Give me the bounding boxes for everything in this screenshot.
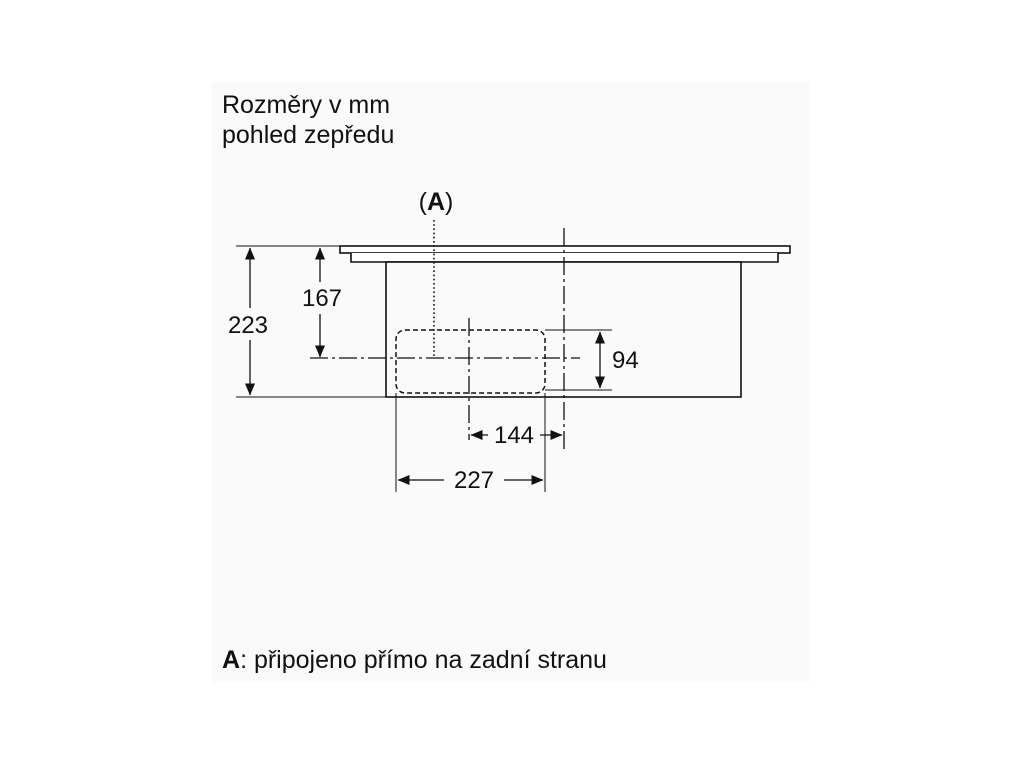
footnote-text: : připojeno přímo na zadní stranu [240, 646, 607, 674]
dimension-223-label: 223 [228, 312, 268, 339]
dimension-167-label: 167 [302, 285, 342, 312]
dimension-227-label: 227 [454, 467, 494, 494]
dimension-94-label: 94 [612, 347, 639, 374]
diagram-title: Rozměry v mm [222, 91, 391, 119]
diagram-subtitle: pohled zepředu [222, 121, 395, 149]
callout-a-label: (A) [419, 188, 454, 216]
hob-glass-plate [339, 245, 791, 254]
callout-close-paren: ) [445, 188, 453, 216]
callout-open-paren: ( [419, 188, 428, 216]
footnote: A: připojeno přímo na zadní stranu [222, 645, 607, 675]
callout-letter: A [427, 188, 445, 216]
connection-box-outline [395, 329, 546, 394]
dimension-144-label: 144 [494, 422, 534, 449]
footnote-letter: A [222, 646, 241, 674]
